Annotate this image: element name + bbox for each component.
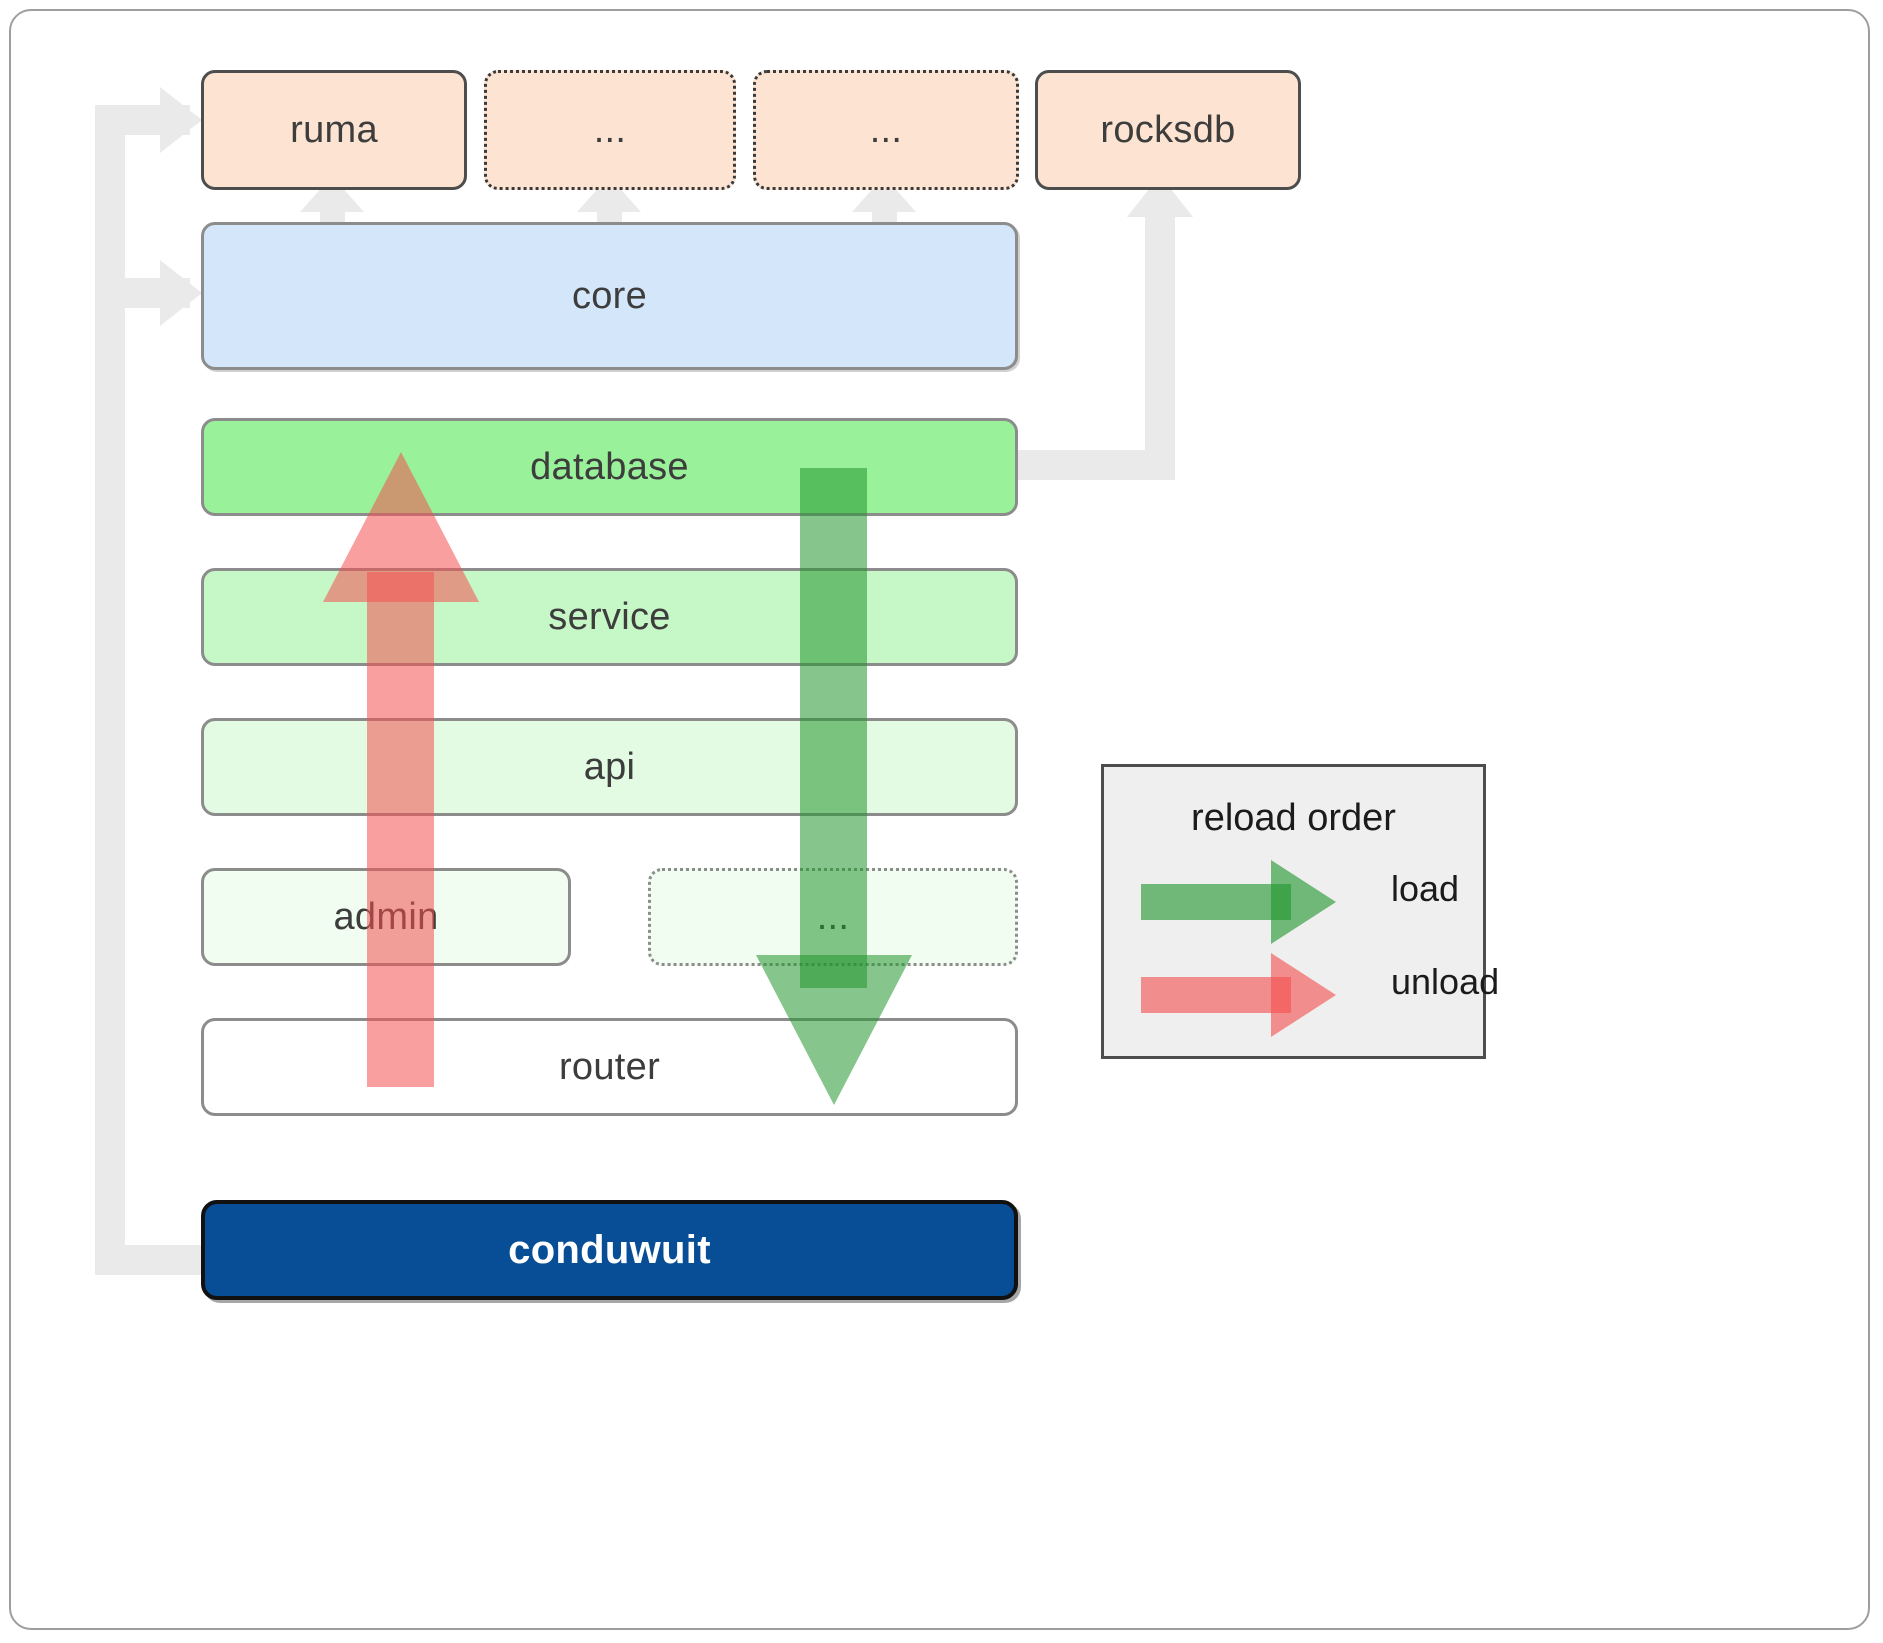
- crate-label: service: [548, 595, 671, 638]
- binary-label: conduwuit: [508, 1227, 711, 1272]
- crate-label: core: [571, 274, 648, 317]
- legend-title: reload order: [1191, 797, 1396, 839]
- legend-load-arrow-shaft: [1141, 884, 1291, 920]
- unload-arrow: [323, 452, 481, 1087]
- legend-item-load: load: [1141, 860, 1471, 944]
- binary-box-conduwuit[interactable]: conduwuit: [201, 1200, 1018, 1300]
- dependency-label: rocksdb: [1100, 108, 1236, 151]
- crate-label: router: [558, 1045, 661, 1088]
- legend-panel: reload order load unload: [1101, 764, 1499, 1059]
- load-arrow: [756, 468, 914, 1105]
- crate-label: api: [583, 745, 636, 788]
- connector-right-vertical-rail: [1145, 215, 1175, 480]
- dependency-label: ruma: [290, 108, 378, 151]
- dependency-box-placeholder-1[interactable]: ...: [484, 70, 736, 190]
- legend-unload-label: unload: [1391, 961, 1500, 1002]
- dependency-label: ...: [593, 108, 627, 151]
- unload-arrow-shaft: [367, 572, 434, 1087]
- crate-box-api[interactable]: api: [201, 718, 1018, 816]
- legend-unload-arrow-head: [1271, 953, 1336, 1037]
- crate-label: database: [530, 445, 689, 488]
- legend-unload-arrow-shaft: [1141, 977, 1291, 1013]
- load-arrow-shaft: [800, 468, 867, 988]
- dependency-box-placeholder-2[interactable]: ...: [753, 70, 1019, 190]
- dependency-label: ...: [869, 108, 903, 151]
- dependency-box-rocksdb[interactable]: rocksdb: [1035, 70, 1301, 190]
- crate-box-core[interactable]: core: [201, 222, 1018, 370]
- legend-load-label: load: [1391, 868, 1460, 909]
- connector-arrow-to-core: [160, 260, 202, 326]
- legend-item-unload: unload: [1141, 953, 1499, 1037]
- connector-arrow-to-ruma: [160, 87, 202, 153]
- legend-load-arrow-head: [1271, 860, 1336, 944]
- load-arrow-head: [756, 955, 912, 1105]
- dependency-box-ruma[interactable]: ruma: [201, 70, 467, 190]
